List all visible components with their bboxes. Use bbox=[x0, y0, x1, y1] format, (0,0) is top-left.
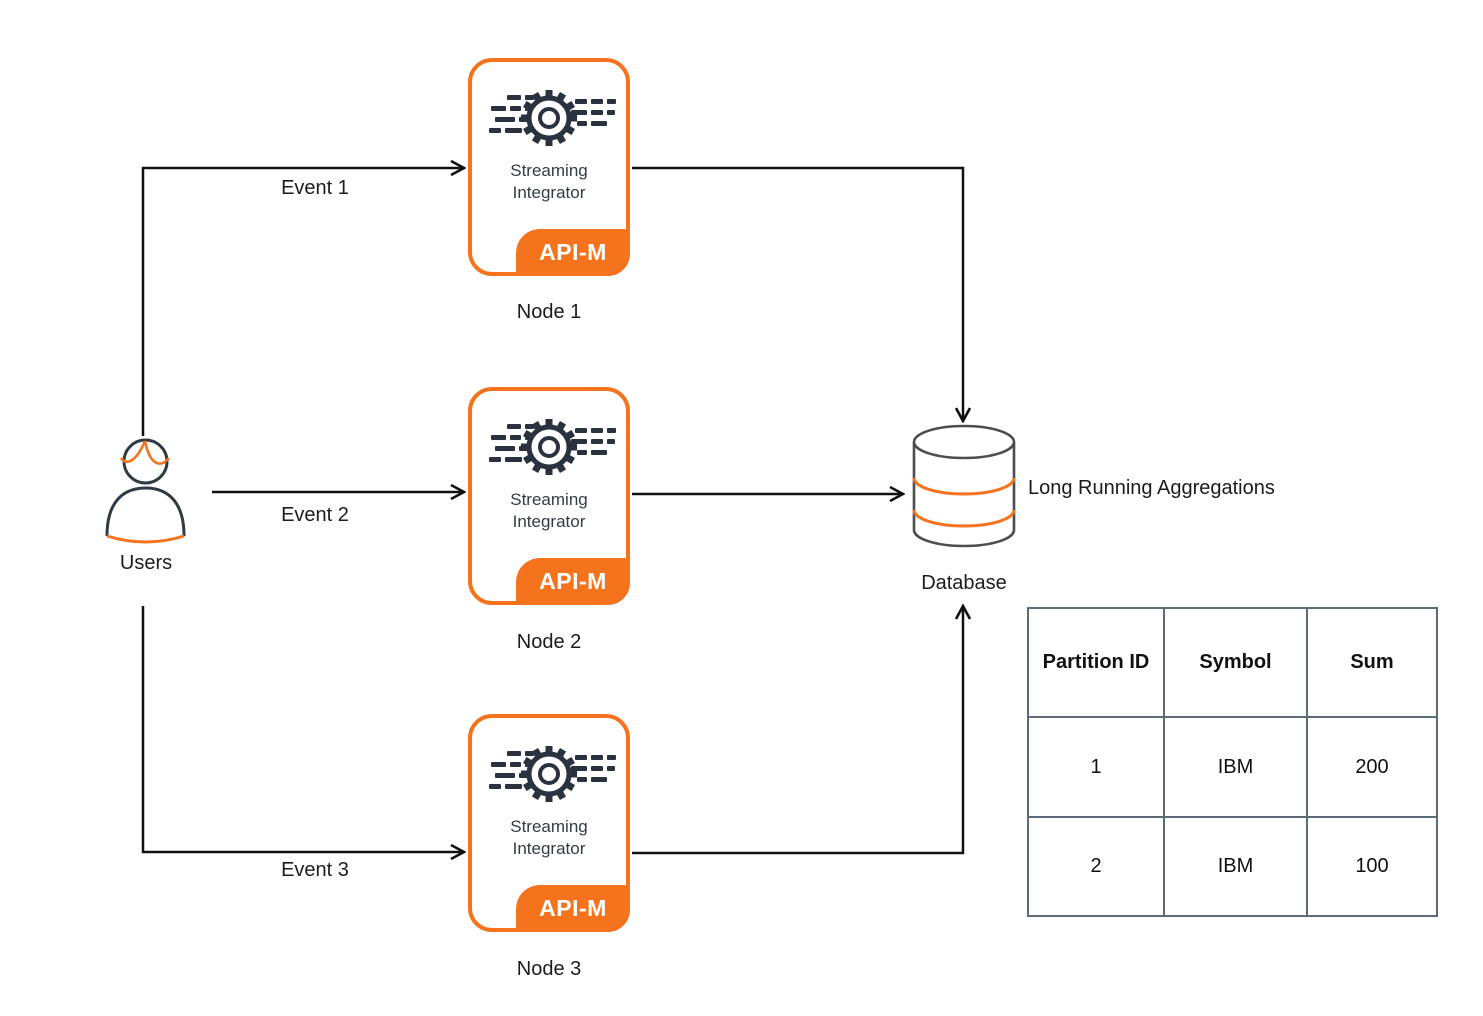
users-label: Users bbox=[119, 552, 173, 574]
table-cell: 100 bbox=[1306, 816, 1438, 917]
streaming-integrator-icon bbox=[489, 746, 616, 802]
column-header: Sum bbox=[1306, 607, 1438, 718]
service-label: Streaming Integrator bbox=[510, 490, 588, 532]
users-icon bbox=[105, 438, 186, 544]
apim-badge: API-M bbox=[516, 229, 630, 276]
long-running-aggregations-label: Long Running Aggregations bbox=[1028, 477, 1275, 499]
event-3-label: Event 3 bbox=[281, 859, 349, 881]
service-label: Streaming Integrator bbox=[510, 161, 588, 203]
streaming-integrator-icon bbox=[489, 419, 616, 475]
node-3-box: Streaming Integrator API-M bbox=[468, 714, 630, 932]
service-label: Streaming Integrator bbox=[510, 817, 588, 859]
table-row: 1 IBM 200 bbox=[1027, 716, 1438, 818]
arrow-users-to-node1 bbox=[141, 168, 464, 436]
apim-badge: API-M bbox=[516, 885, 630, 932]
node-1-label: Node 1 bbox=[516, 301, 582, 323]
database-icon bbox=[912, 424, 1016, 548]
gear-icon bbox=[521, 419, 577, 475]
gear-icon bbox=[521, 746, 577, 802]
database-label: Database bbox=[921, 572, 1007, 594]
arrow-node1-to-database bbox=[632, 166, 963, 421]
table-header-row: Partition ID Symbol Sum bbox=[1027, 607, 1438, 718]
aggregation-table: Partition ID Symbol Sum 1 IBM 200 2 IBM … bbox=[1027, 607, 1438, 917]
table-cell: 1 bbox=[1027, 716, 1165, 818]
table-cell: 200 bbox=[1306, 716, 1438, 818]
arrow-users-to-node3 bbox=[141, 606, 464, 852]
gear-icon bbox=[521, 90, 577, 146]
column-header: Partition ID bbox=[1027, 607, 1165, 718]
event-2-label: Event 2 bbox=[281, 504, 349, 526]
node-2-label: Node 2 bbox=[516, 631, 582, 653]
node-1-box: Streaming Integrator API-M bbox=[468, 58, 630, 276]
arrow-node3-to-database bbox=[632, 606, 963, 855]
node-3-label: Node 3 bbox=[516, 958, 582, 980]
apim-badge: API-M bbox=[516, 558, 630, 605]
table-cell: 2 bbox=[1027, 816, 1165, 917]
node-2-box: Streaming Integrator API-M bbox=[468, 387, 630, 605]
table-cell: IBM bbox=[1163, 716, 1308, 818]
event-1-label: Event 1 bbox=[281, 177, 349, 199]
column-header: Symbol bbox=[1163, 607, 1308, 718]
table-cell: IBM bbox=[1163, 816, 1308, 917]
table-row: 2 IBM 100 bbox=[1027, 816, 1438, 917]
streaming-integrator-icon bbox=[489, 90, 616, 146]
